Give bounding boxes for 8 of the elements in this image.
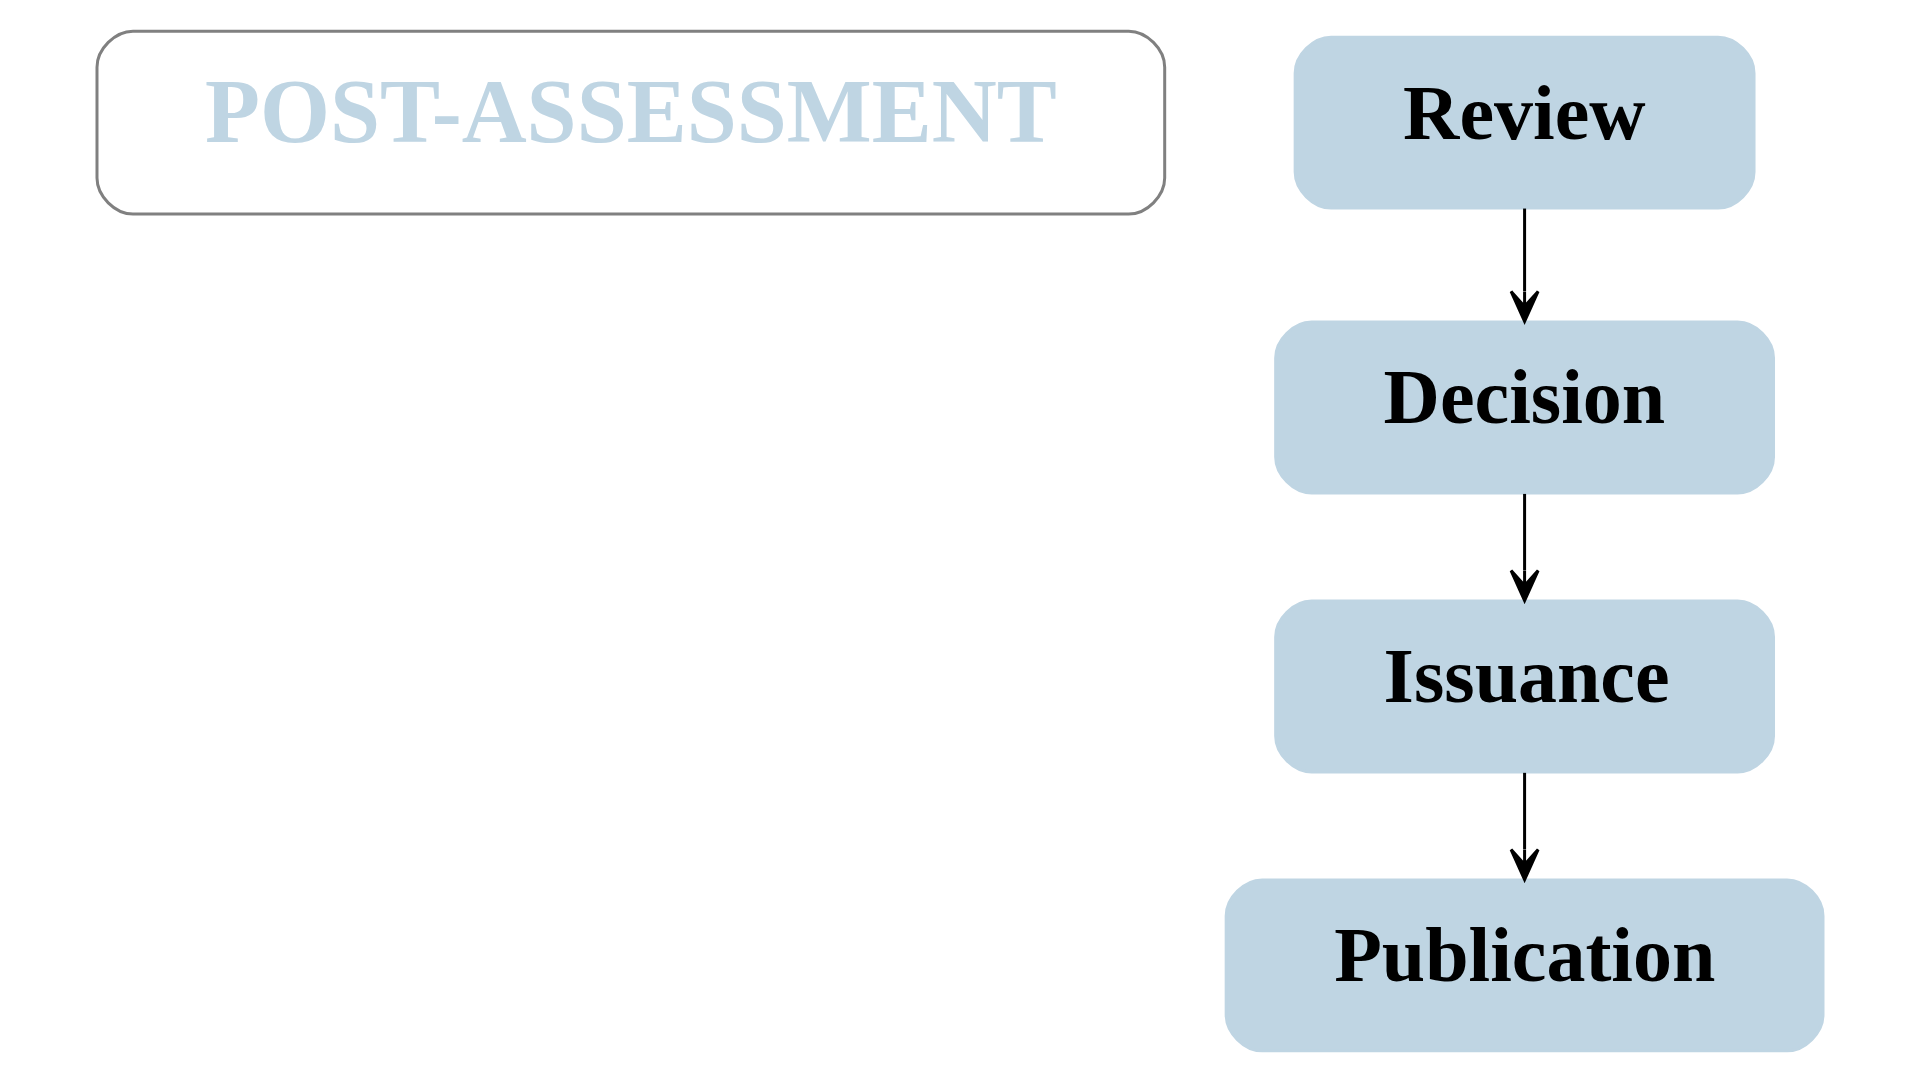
node-box: Review: [1293, 35, 1756, 210]
node-box: Publication: [1224, 877, 1825, 1052]
node-box: Decision: [1274, 320, 1775, 494]
node-box: POST-ASSESSMENT: [95, 29, 1167, 216]
node-box: Issuance: [1274, 599, 1775, 773]
arrow: [1509, 493, 1540, 602]
arrow: [1509, 772, 1540, 881]
arrow: [1509, 208, 1540, 323]
